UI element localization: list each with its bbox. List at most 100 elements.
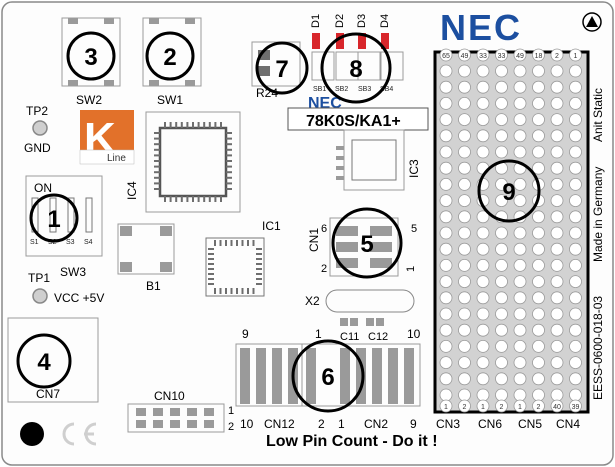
cn7-connector [7, 317, 99, 403]
marker-circle-7 [255, 41, 309, 95]
proto-pad [569, 64, 582, 78]
proto-pad [495, 339, 508, 353]
proto-pad [476, 291, 490, 305]
proto-pad [439, 145, 453, 159]
proto-top-pad [550, 48, 564, 62]
cn3-label: CN3 [436, 417, 460, 431]
marker-number-2: 2 [163, 44, 176, 71]
proto-pad [495, 194, 508, 208]
proto-pad [458, 161, 471, 175]
proto-pad [569, 145, 582, 159]
proto-bottom-pin-number: 2 [537, 404, 541, 411]
proto-pad [495, 307, 508, 321]
marker-circle-9 [477, 159, 541, 223]
cn2-pin10: 10 [407, 327, 421, 341]
cn12-pin10: 10 [240, 417, 254, 431]
marker-number-6: 6 [321, 364, 334, 391]
proto-bottom-pad [513, 399, 527, 413]
proto-pad [513, 258, 527, 272]
proto-pad [532, 64, 545, 78]
proto-pad [550, 145, 564, 159]
proto-pad [532, 372, 545, 386]
proto-pad [569, 356, 582, 370]
proto-pad [476, 226, 490, 240]
marker-circle-8 [320, 32, 392, 104]
proto-pad [532, 323, 545, 337]
proto-pad [513, 339, 527, 353]
proto-pad [569, 291, 582, 305]
cn10-pin1: 1 [228, 405, 234, 417]
proto-pad [476, 64, 490, 78]
proto-top-pad [476, 48, 490, 62]
marker-number-9: 9 [502, 179, 515, 206]
proto-pad [532, 226, 545, 240]
marker-number-3: 3 [84, 44, 97, 71]
marker-number-4: 4 [37, 349, 51, 376]
proto-bottom-pin-number: 2 [463, 404, 467, 411]
proto-top-pin-number: 33 [498, 53, 506, 60]
proto-pad [458, 339, 471, 353]
proto-pad [439, 275, 453, 289]
d4-label: D4 [379, 14, 391, 28]
b1-label: B1 [146, 279, 161, 293]
proto-pad [476, 113, 490, 126]
proto-pad [495, 372, 508, 386]
proto-top-pin-number: 65 [442, 53, 450, 60]
proto-pad [550, 388, 564, 402]
proto-top-pin-number: 2 [555, 53, 559, 60]
d3-label: D3 [356, 14, 368, 28]
proto-bottom-pad [550, 399, 564, 413]
proto-pad [532, 307, 545, 321]
proto-pad [458, 210, 471, 224]
proto-pad [439, 388, 453, 402]
proto-pad [439, 258, 453, 272]
proto-pad [550, 323, 564, 337]
proto-pad [550, 339, 564, 353]
proto-pad [458, 275, 471, 289]
marker-number-1: 1 [47, 206, 60, 233]
proto-pad [439, 161, 453, 175]
proto-top-pin-number: 18 [535, 53, 543, 60]
proto-pad [550, 97, 564, 110]
cn2-pin1: 1 [338, 417, 345, 431]
cn1-pin5: 5 [411, 223, 417, 235]
proto-pad [439, 113, 453, 126]
ic1-label: IC1 [262, 219, 281, 233]
c11-c12-caps [340, 318, 384, 326]
sb4-label: SB4 [380, 86, 393, 93]
proto-pad [532, 97, 545, 110]
proto-pad [569, 177, 582, 191]
tp1-pad [32, 288, 48, 304]
proto-pad [495, 291, 508, 305]
cn2-connector [301, 343, 421, 407]
proto-pad [550, 194, 564, 208]
proto-pad [550, 113, 564, 126]
proto-pad [550, 242, 564, 256]
s2-label: S2 [48, 239, 57, 246]
k-line-logo: K Line [79, 110, 135, 165]
proto-pad [532, 242, 545, 256]
part-number-text: EESS-0600-018-03 [591, 296, 605, 400]
cn10-connector [127, 403, 225, 433]
proto-pad [513, 275, 527, 289]
proto-pad [476, 388, 490, 402]
proto-pad [550, 275, 564, 289]
cn4-label: CN4 [556, 417, 580, 431]
proto-pad [513, 226, 527, 240]
proto-pad [458, 226, 471, 240]
c11-label: C11 [340, 331, 359, 343]
proto-pad [550, 372, 564, 386]
sw3-label: SW3 [60, 265, 86, 279]
proto-pad [495, 145, 508, 159]
proto-bottom-pin-number: 40 [553, 404, 561, 411]
made-in-text: Made in Germany [591, 167, 605, 262]
proto-pad [550, 226, 564, 240]
proto-pad [550, 291, 564, 305]
ce-mark [62, 422, 97, 446]
marker-circle-3 [66, 31, 116, 81]
proto-pad [476, 372, 490, 386]
proto-pad [476, 323, 490, 337]
